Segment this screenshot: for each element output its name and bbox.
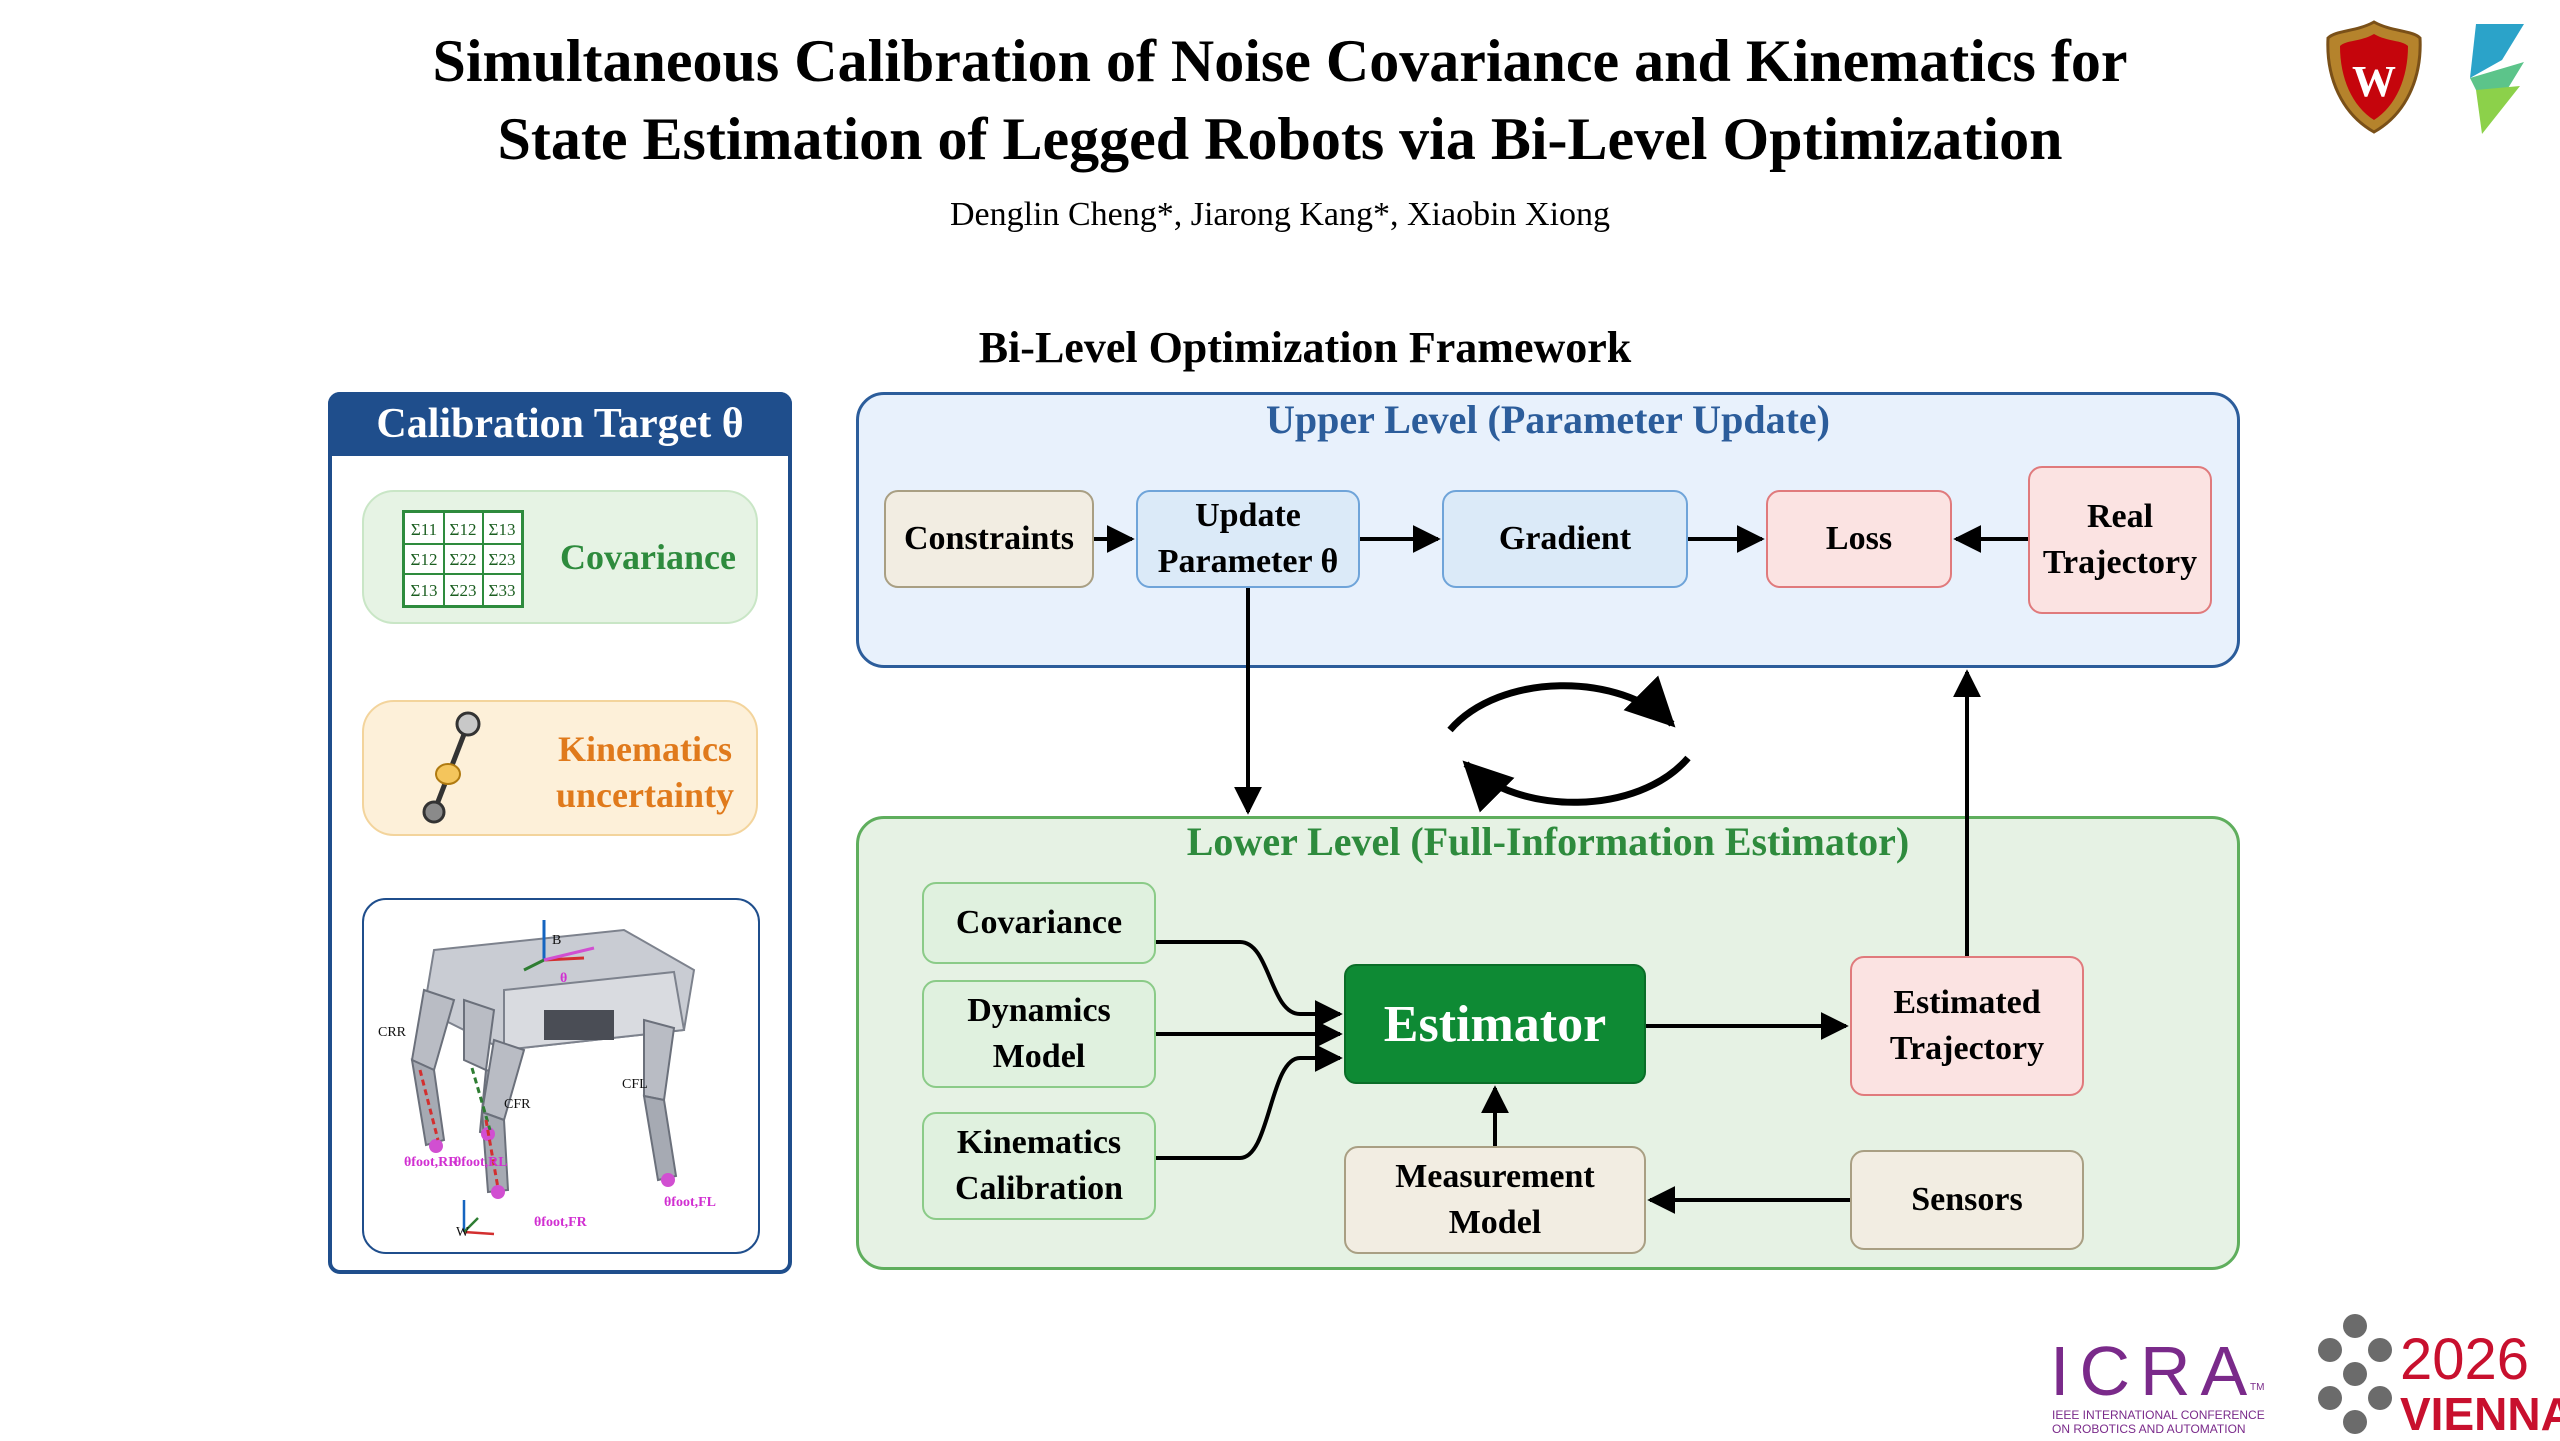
matrix-cell: Σ12 xyxy=(450,520,477,539)
matrix-cell: Σ13 xyxy=(489,520,516,539)
estimated-label-line1: Estimated xyxy=(1893,984,2041,1021)
dynamics-label-line2: Model xyxy=(992,1038,1086,1075)
upper-level-title: Upper Level (Parameter Update) xyxy=(1266,397,1830,442)
robot-label-w: W xyxy=(456,1225,470,1240)
covariance-matrix: Σ11 Σ12 Σ13 Σ12 Σ22 Σ23 Σ13 Σ23 Σ33 xyxy=(402,510,524,608)
dynamics-label-line1: Dynamics xyxy=(967,992,1111,1029)
matrix-cell: Σ23 xyxy=(489,550,516,569)
kinematics-calibration-node: Kinematics Calibration xyxy=(922,1112,1156,1220)
title-line-1: Simultaneous Calibration of Noise Covari… xyxy=(432,28,2128,94)
update-parameter-node: Update Parameter θ xyxy=(1136,490,1360,588)
robot-label-cfr: CFR xyxy=(504,1097,531,1112)
covariance-target-label: Covariance xyxy=(560,537,736,577)
kinematics-label-line1: Kinematics xyxy=(558,729,732,769)
authors: Denglin Cheng*, Jiarong Kang*, Xiaobin X… xyxy=(949,196,1611,233)
sensors-node: Sensors xyxy=(1850,1150,2084,1250)
robot-label-foot-fl: θfoot,FL xyxy=(664,1195,716,1210)
calibration-header-text: Calibration Target θ xyxy=(376,401,744,447)
robot-label-crr: CRR xyxy=(378,1025,407,1040)
matrix-cell: Σ11 xyxy=(411,520,437,539)
real-trajectory-node: Real Trajectory xyxy=(2028,466,2212,614)
matrix-cell: Σ22 xyxy=(450,550,477,569)
sensors-label: Sensors xyxy=(1911,1181,2023,1218)
matrix-cell: Σ13 xyxy=(411,581,438,600)
loss-label: Loss xyxy=(1825,520,1893,557)
gradient-label: Gradient xyxy=(1498,520,1632,557)
conference-year: 2026 xyxy=(2400,1327,2530,1392)
update-label-line1: Update xyxy=(1195,497,1301,534)
icra-tm: TM xyxy=(2250,1382,2265,1393)
uw-crest-logo: W xyxy=(2322,18,2426,136)
title-line-2: State Estimation of Legged Robots via Bi… xyxy=(497,106,2063,172)
link-uncertainty-icon xyxy=(410,708,490,832)
estimator-node: Estimator xyxy=(1344,964,1646,1084)
dynamics-model-node: Dynamics Model xyxy=(922,980,1156,1088)
robot-label-foot-rr: θfoot,RR xyxy=(404,1155,459,1170)
robot-label-cfl: CFL xyxy=(622,1077,648,1092)
matrix-cell: Σ23 xyxy=(450,581,477,600)
paper-title: Simultaneous Calibration of Noise Covari… xyxy=(0,22,2560,178)
conference-city: VIENNA xyxy=(2400,1388,2560,1440)
gradient-node: Gradient xyxy=(1442,490,1688,588)
lower-level-title: Lower Level (Full-Information Estimator) xyxy=(1186,819,1910,864)
robot-label-foot-fr: θfoot,FR xyxy=(534,1215,588,1230)
uw-letter: W xyxy=(2352,57,2396,106)
icra-logo: ICRA TM IEEE INTERNATIONAL CONFERENCE ON… xyxy=(2050,1336,2270,1436)
estimated-label-line2: Trajectory xyxy=(1889,1030,2045,1067)
robot-label-foot-rl: θfoot,RL xyxy=(454,1155,508,1170)
lower-covariance-node: Covariance xyxy=(922,882,1156,964)
kin-calib-label-line2: Calibration xyxy=(954,1170,1124,1207)
real-label-line1: Real xyxy=(2086,498,2154,535)
calibration-header: Calibration Target θ xyxy=(328,392,792,456)
robot-image-card: CRR CFR CFL B W θ θfoot,RL θfoot,RR θfoo… xyxy=(362,898,760,1254)
constraints-label: Constraints xyxy=(903,520,1075,557)
vienna-pattern-icon xyxy=(2310,1312,2400,1436)
estimator-label: Estimator xyxy=(1383,995,1607,1053)
framework-title: Bi-Level Optimization Framework xyxy=(978,323,1632,372)
update-label-line2: Parameter θ xyxy=(1157,543,1339,580)
lower-covariance-label: Covariance xyxy=(955,904,1123,941)
estimated-trajectory-node: Estimated Trajectory xyxy=(1850,956,2084,1096)
robot-label-b: B xyxy=(552,933,561,948)
kinematics-label-line2: uncertainty xyxy=(556,775,734,815)
matrix-cell: Σ12 xyxy=(411,550,438,569)
loss-node: Loss xyxy=(1766,490,1952,588)
lab-s-logo xyxy=(2462,20,2534,138)
measurement-label-line2: Model xyxy=(1448,1204,1542,1241)
icra-subtitle-2: ON ROBOTICS AND AUTOMATION xyxy=(2052,1422,2246,1436)
kin-calib-label-line1: Kinematics xyxy=(956,1124,1122,1161)
quadruped-robot-illustration: CRR CFR CFL B W θ θfoot,RL θfoot,RR θfoo… xyxy=(378,920,716,1240)
robot-label-theta: θ xyxy=(560,971,567,986)
kinematics-target-label: Kinematics uncertainty xyxy=(530,726,760,818)
measurement-model-node: Measurement Model xyxy=(1344,1146,1646,1254)
cycle-icon xyxy=(1447,675,1691,813)
matrix-cell: Σ33 xyxy=(489,581,516,600)
measurement-label-line1: Measurement xyxy=(1395,1158,1595,1195)
constraints-node: Constraints xyxy=(884,490,1094,588)
real-label-line2: Trajectory xyxy=(2042,544,2198,581)
icra-wordmark: ICRA xyxy=(2050,1332,2258,1410)
icra-subtitle-1: IEEE INTERNATIONAL CONFERENCE xyxy=(2052,1408,2265,1422)
